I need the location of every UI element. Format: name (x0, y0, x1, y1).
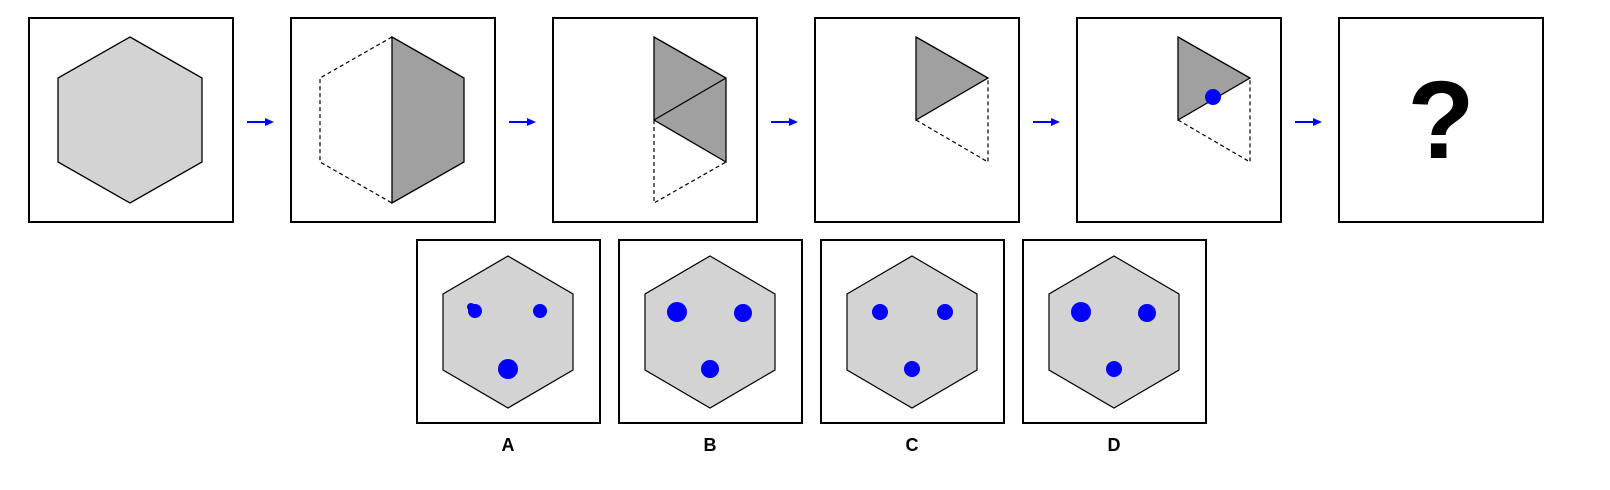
hole (937, 304, 953, 320)
option-a[interactable]: A (416, 239, 601, 455)
sequence-panel-2 (290, 17, 496, 223)
fold-crease (653, 77, 727, 121)
hole (734, 304, 752, 322)
arrow-4 (1033, 118, 1060, 126)
hole (1106, 361, 1122, 377)
option-label: B (704, 435, 717, 455)
unfolded-hexagon (1048, 255, 1180, 409)
hole (1138, 304, 1156, 322)
option-b[interactable]: B (618, 239, 803, 455)
hole (533, 304, 547, 318)
sequence-panel-1 (28, 17, 234, 223)
hole (667, 302, 687, 322)
option-label: C (906, 435, 919, 455)
panel-frame (1338, 17, 1544, 223)
hole (872, 304, 888, 320)
sequence-panel-5 (1076, 17, 1282, 223)
arrow-2 (509, 118, 536, 126)
option-label: D (1108, 435, 1121, 455)
unfolded-hexagon (846, 255, 978, 409)
hexagon-sheet (57, 36, 203, 204)
hole (904, 361, 920, 377)
hole-overlap (467, 303, 475, 311)
unfolded-hexagon (442, 255, 574, 409)
arrow-1 (247, 118, 274, 126)
option-label: A (502, 435, 515, 455)
sequence-panel-6: ? (1338, 17, 1544, 223)
folded-triangle (915, 35, 990, 122)
question-mark: ? (1407, 59, 1474, 182)
arrow-5 (1295, 118, 1322, 126)
unfolded-hexagon (644, 255, 776, 409)
hole (701, 360, 719, 378)
option-d[interactable]: D (1022, 239, 1207, 455)
option-c[interactable]: C (820, 239, 1005, 455)
hole (498, 359, 518, 379)
sequence-panel-3 (552, 17, 758, 223)
arrow-3 (771, 118, 798, 126)
punched-hole (1205, 89, 1221, 105)
sequence-panel-4 (814, 17, 1020, 223)
folded-half (391, 35, 465, 205)
hole (1071, 302, 1091, 322)
